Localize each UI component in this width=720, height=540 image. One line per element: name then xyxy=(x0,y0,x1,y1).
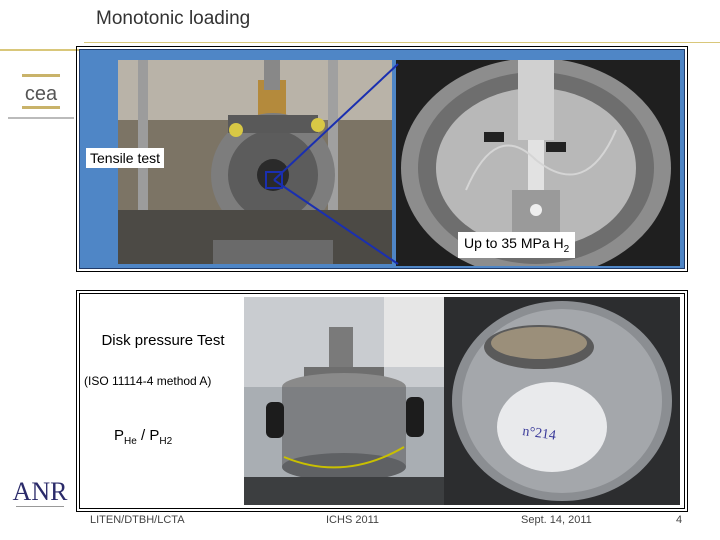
footer-department: LITEN/DTBH/LCTA xyxy=(90,514,185,526)
page-number: 4 xyxy=(676,514,683,526)
burst-disk-photo: n°214 xyxy=(444,297,680,505)
specimen-marking: n°214 xyxy=(521,424,556,444)
disk-pressure-label: Disk pressure Test xyxy=(88,330,238,352)
footer-date: Sept. 14, 2011 xyxy=(521,514,592,526)
page-title: Monotonic loading xyxy=(96,8,251,29)
svg-text:ANR: ANR xyxy=(13,477,69,506)
cea-logo: cea xyxy=(8,74,74,119)
left-rule xyxy=(0,49,82,51)
iso-label: (ISO 11114-4 method A) xyxy=(80,372,216,390)
svg-text:cea: cea xyxy=(25,83,58,105)
pressure-label: Up to 35 MPa H2 xyxy=(458,232,576,258)
anr-logo: ANR xyxy=(13,477,69,507)
pressure-cell-photo xyxy=(244,297,444,505)
tensile-test-label: Tensile test xyxy=(86,148,165,168)
pressure-ratio-label: PHe / PH2 xyxy=(108,424,179,450)
title-rule xyxy=(84,42,720,43)
specimen-highlight-box xyxy=(265,171,283,189)
footer-conference: ICHS 2011 xyxy=(326,514,379,526)
chamber-interior-photo xyxy=(396,60,680,266)
